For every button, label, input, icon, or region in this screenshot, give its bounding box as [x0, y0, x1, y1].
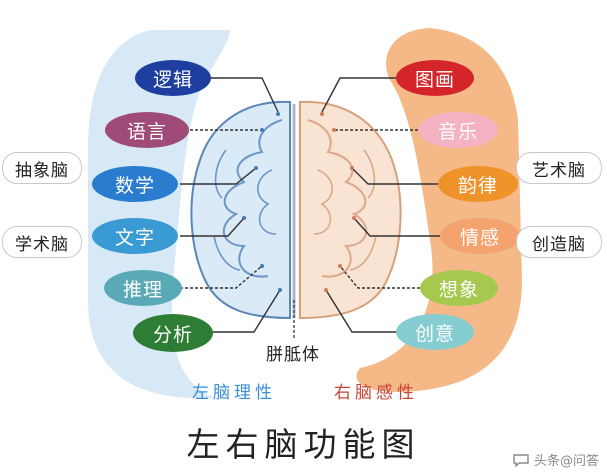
tag-art-brain: 艺术脑	[516, 152, 602, 184]
brain-markers-right	[320, 112, 356, 292]
corpus-callosum-label: 胼胝体	[266, 345, 320, 365]
left-item-reasoning: 推理	[104, 270, 182, 306]
watermark-text: 头条@问答	[533, 454, 599, 469]
left-hemisphere	[190, 100, 291, 320]
left-item-text: 文字	[92, 218, 178, 254]
right-item-creativity: 创意	[396, 314, 474, 350]
left-item-language: 语言	[105, 112, 189, 148]
diagram-title: 左右脑功能图	[186, 425, 421, 464]
tag-creative-brain: 创造脑	[516, 226, 602, 258]
tag-abstract-brain: 抽象脑	[2, 152, 82, 184]
right-hemisphere	[299, 100, 402, 320]
watermark: 头条@问答	[512, 450, 599, 469]
left-connectors	[180, 77, 281, 333]
right-connectors	[321, 77, 440, 333]
tag-academic-brain: 学术脑	[2, 226, 82, 258]
right-item-music: 音乐	[418, 112, 498, 148]
left-brain-caption: 左脑理性	[192, 383, 276, 403]
right-item-rhythm: 韵律	[438, 166, 518, 202]
right-item-imagination: 想象	[420, 270, 498, 306]
brain-markers	[242, 112, 282, 292]
left-item-math: 数学	[92, 166, 178, 202]
right-item-emotion: 情感	[440, 218, 520, 254]
left-item-logic: 逻辑	[135, 60, 211, 96]
right-item-painting: 图画	[396, 60, 474, 96]
right-brain-caption: 右脑感性	[334, 383, 418, 403]
left-item-analysis: 分析	[133, 314, 213, 352]
chat-bubble-icon	[513, 453, 529, 467]
